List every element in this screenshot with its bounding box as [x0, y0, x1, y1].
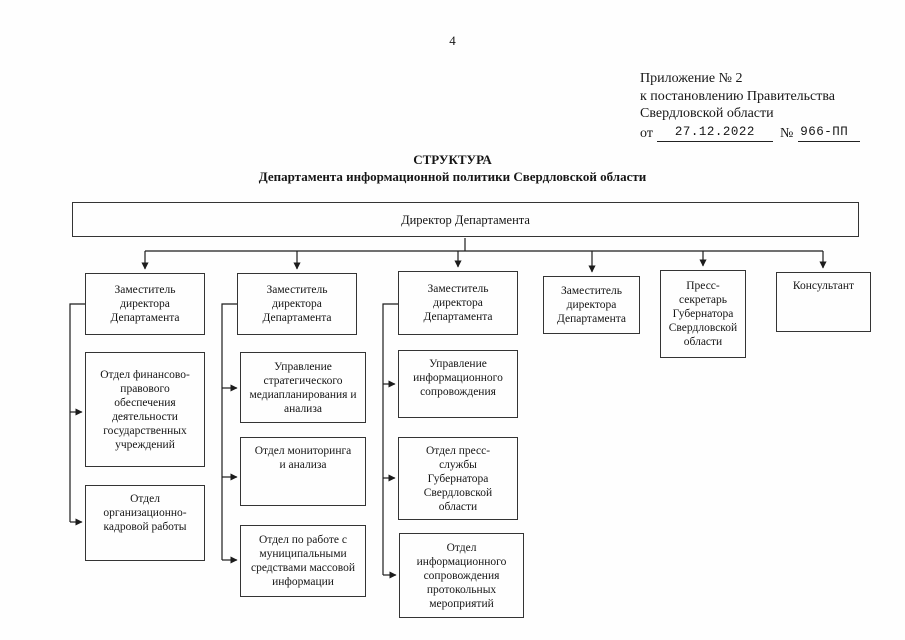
document-number: 966-ПП	[798, 124, 861, 142]
org-box-monitoring-dept: Отдел мониторинга и анализа	[240, 437, 366, 506]
org-box-press-secretary: Пресс-секретарь Губернатора Свердловской…	[660, 270, 746, 358]
title-line-2: Департамента информационной политики Све…	[258, 169, 647, 184]
org-box-deputy-4: Заместитель директора Департамента	[543, 276, 640, 334]
document-date: 27.12.2022	[656, 124, 773, 142]
org-box-protocol-events-dept: Отдел информационного сопровождения прот…	[399, 533, 524, 618]
number-sign: №	[779, 125, 794, 141]
annex-block: Приложение № 2 к постановлению Правитель…	[640, 70, 861, 142]
org-box-consultant: Консультант	[776, 272, 871, 332]
annex-line: Приложение № 2	[640, 71, 743, 86]
org-box-deputy-3: Заместитель директора Департамента	[398, 271, 518, 335]
org-box-deputy-1: Заместитель директора Департамента	[85, 273, 205, 335]
title-line-1: СТРУКТУРА	[413, 152, 492, 167]
date-prefix: от	[640, 125, 653, 141]
org-box-org-hr-dept: Отдел организационно-кадровой работы	[85, 485, 205, 561]
page-number: 4	[449, 33, 456, 48]
org-box-deputy-2: Заместитель директора Департамента	[237, 273, 357, 335]
annex-line: к постановлению Правительства	[640, 88, 836, 104]
org-box-director: Директор Департамента	[72, 202, 859, 237]
annex-line: Свердловской области	[640, 106, 774, 121]
org-box-municipal-media-dept: Отдел по работе с муниципальными средств…	[240, 525, 366, 597]
org-box-governor-press-service: Отдел пресс-службы Губернатора Свердловс…	[398, 437, 518, 520]
annex-date-number-line: от 27.12.2022 № 966-ПП	[640, 124, 861, 142]
org-box-finance-legal-dept: Отдел финансово-правового обеспечения де…	[85, 352, 205, 467]
document-title: СТРУКТУРА Департамента информационной по…	[0, 151, 905, 185]
org-box-strategic-media-dept: Управление стратегического медиапланиров…	[240, 352, 366, 423]
org-box-info-support-dept: Управление информационного сопровождения	[398, 350, 518, 418]
